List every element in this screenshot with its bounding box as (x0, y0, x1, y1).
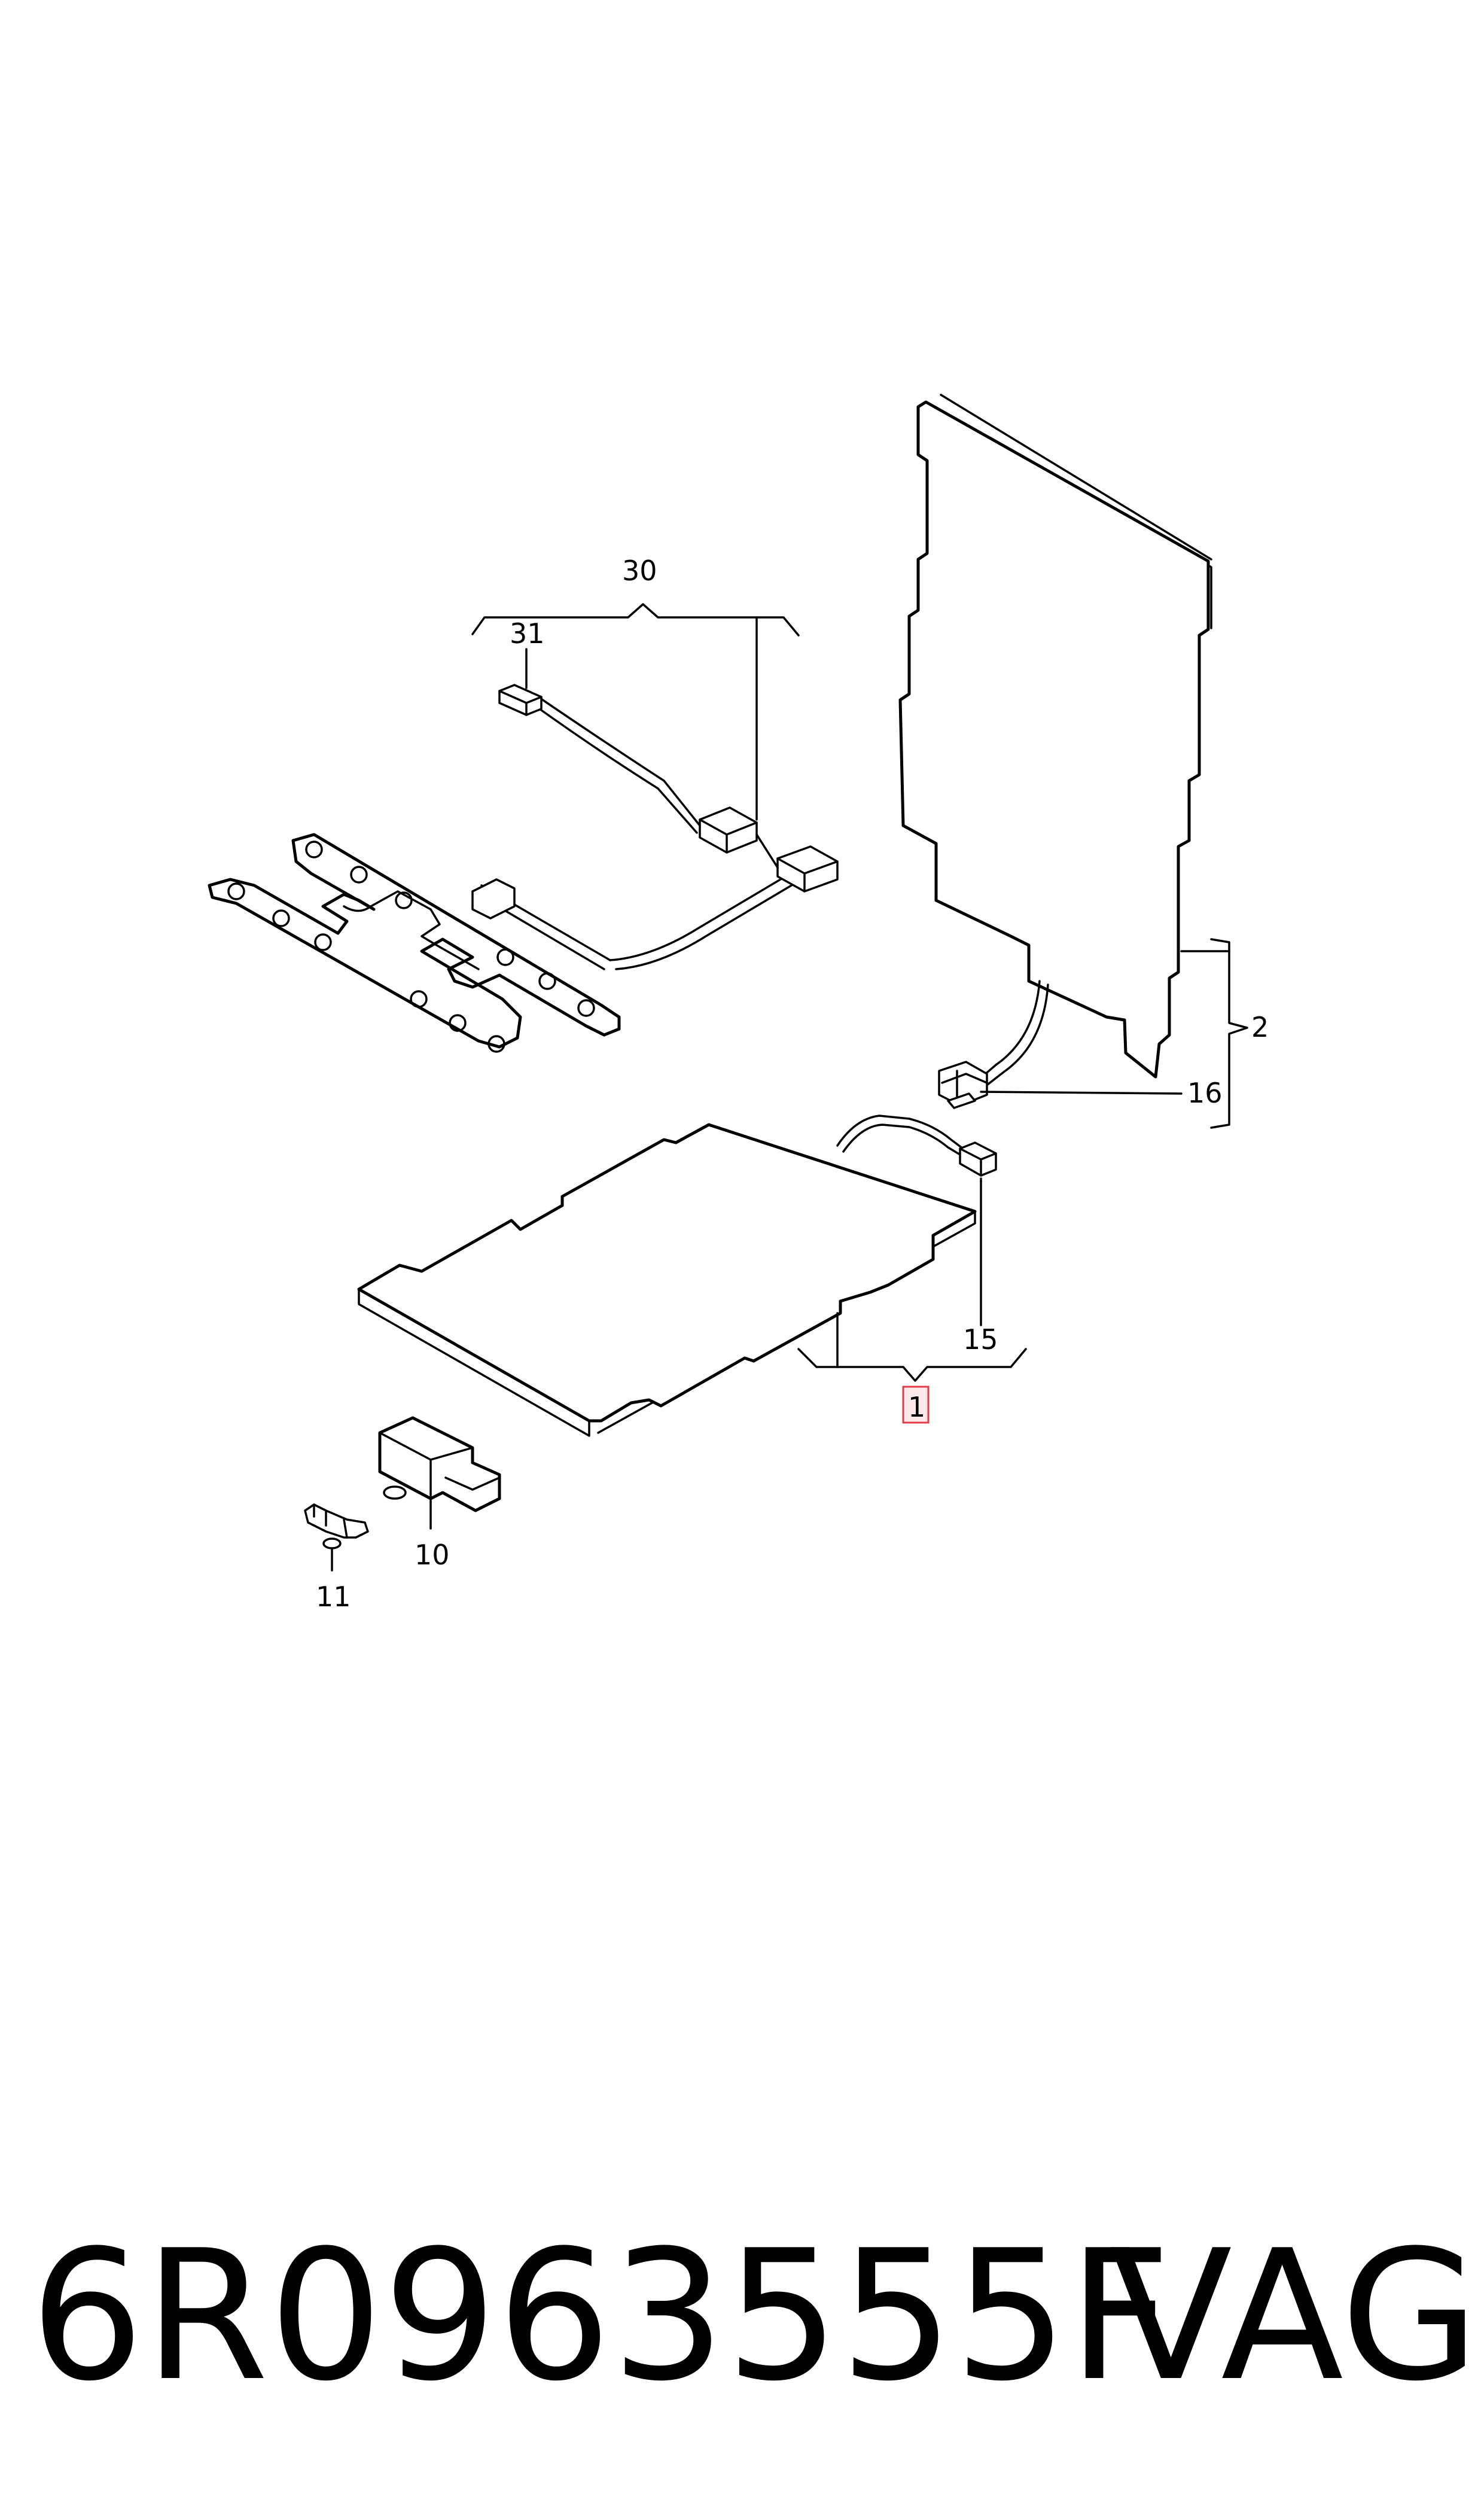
connector-15 (959, 1141, 997, 1177)
harness-connector (534, 696, 839, 893)
callout-2: 2 (1251, 1011, 1269, 1043)
connector-31 (498, 684, 543, 716)
part-number: 6R0963555F (30, 2212, 1171, 2420)
callout-16: 16 (1187, 1077, 1223, 1109)
callout-15: 15 (963, 1323, 998, 1356)
connector-16 (938, 1061, 988, 1109)
callout-1-highlight (902, 1386, 930, 1424)
control-unit-10 (378, 1416, 501, 1512)
callout-11: 11 (316, 1581, 351, 1613)
callout-30: 30 (622, 555, 657, 587)
callout-10: 10 (415, 1539, 450, 1571)
occupancy-sensor-mat (208, 833, 803, 1053)
seat-heating-mat (357, 1115, 977, 1437)
clip-11 (304, 1503, 369, 1549)
brand-label: VAG (1110, 2212, 1479, 2420)
callout-31: 31 (510, 617, 545, 650)
callout-1: 1 (908, 1391, 925, 1423)
callout-leaders (331, 603, 1248, 1572)
backrest-heating-mat (898, 394, 1212, 1090)
